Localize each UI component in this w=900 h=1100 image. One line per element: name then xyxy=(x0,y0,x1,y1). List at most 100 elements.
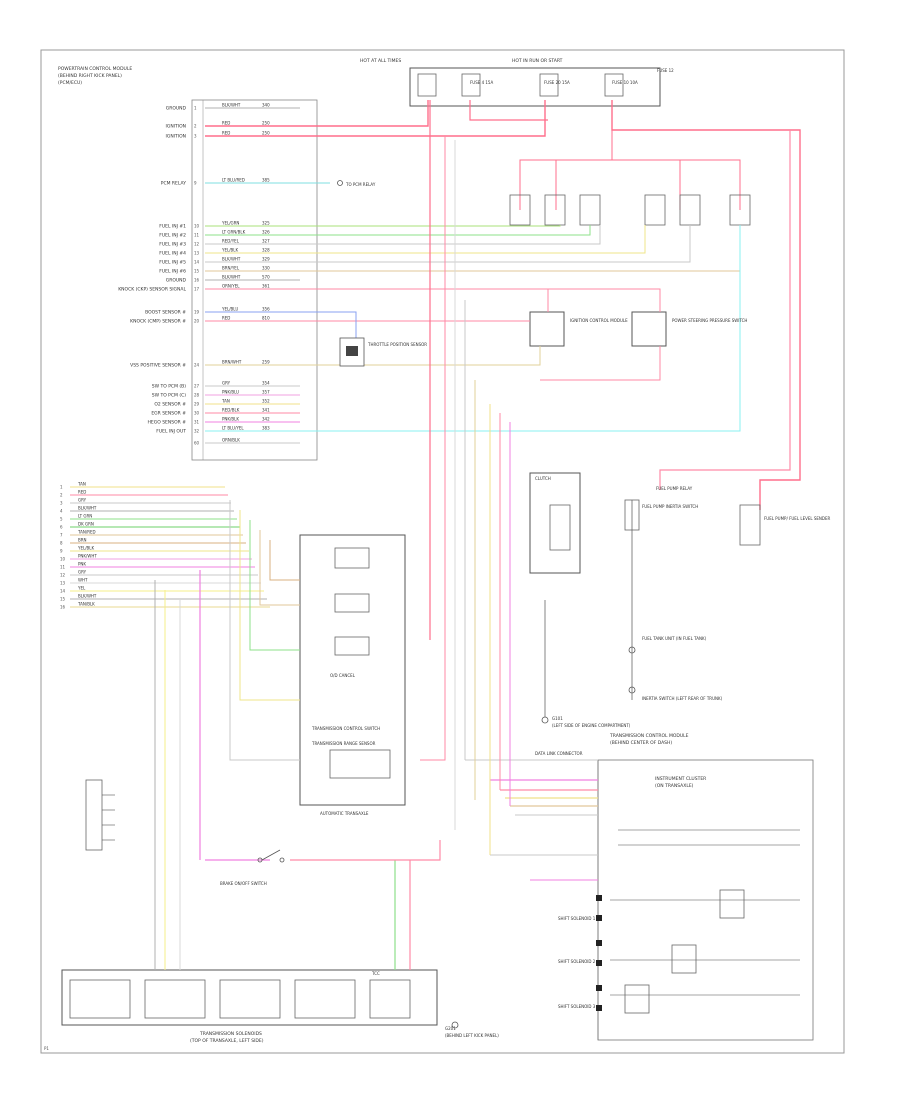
bundle-wire-color: WHT xyxy=(78,578,88,583)
pcm-wire-code: 250 xyxy=(262,121,270,126)
pcm-pin-label: HEGO SENSOR # xyxy=(148,420,187,426)
pcm-pin-label: KNOCK (CKP) SENSOR SIGNAL xyxy=(118,287,186,293)
svg-text:HOT AT ALL TIMES: HOT AT ALL TIMES xyxy=(360,58,401,64)
pcm-wire-color: BRN/WHT xyxy=(222,360,242,365)
pcm-pin-label: GROUND xyxy=(166,106,187,112)
bundle-pin-number: 8 xyxy=(60,541,63,546)
pcm-wire-code: 361 xyxy=(262,284,270,289)
pcm-pin-number: 29 xyxy=(194,402,200,407)
svg-text:AUTOMATIC TRANSAXLE: AUTOMATIC TRANSAXLE xyxy=(320,811,369,816)
pcm-wire-color: LT BLU/YEL xyxy=(222,426,244,431)
bundle-wire-color: YEL xyxy=(77,586,86,591)
pcm-pin-number: 30 xyxy=(194,411,200,416)
pcm-pin-number: 2 xyxy=(194,124,197,129)
pcm-wire-color: ORN/YEL xyxy=(222,284,240,289)
bundle-pin-number: 15 xyxy=(60,597,66,602)
pcm-pin-label: PCM RELAY xyxy=(161,181,186,187)
pcm-pin-number: 27 xyxy=(194,384,200,389)
injector-row xyxy=(509,194,751,226)
pcm-wire-code: 354 xyxy=(262,381,270,386)
bundle-wire-color: YEL/BLK xyxy=(77,546,95,551)
svg-text:O/D CANCEL: O/D CANCEL xyxy=(330,673,356,678)
bundle-pin-number: 13 xyxy=(60,581,66,586)
pcm-pin-number: 60 xyxy=(194,441,200,446)
bundle-pin-number: 10 xyxy=(60,557,66,562)
svg-text:TCC: TCC xyxy=(371,971,380,976)
bundle-pin-number: 14 xyxy=(60,589,66,594)
pcm-pin-label: SW TO PCM (B) xyxy=(152,384,186,390)
svg-text:(BEHIND CENTER OF DASH): (BEHIND CENTER OF DASH) xyxy=(610,740,672,746)
pcm-wire-color: PNK/BLK xyxy=(222,417,239,422)
pcm-wire-color: BRN/YEL xyxy=(222,266,240,271)
pcm-pin-number: 32 xyxy=(194,429,200,434)
svg-text:FUEL PUMP/ FUEL LEVEL SENDER: FUEL PUMP/ FUEL LEVEL SENDER xyxy=(764,516,831,521)
fuel-pump-area: CLUTCH FUEL PUMP RELAY FUEL PUMP INERTIA… xyxy=(529,472,831,701)
pcm-pin-number: 17 xyxy=(194,287,200,292)
tps-sensor-icon xyxy=(339,337,365,367)
pcm-wire-code: 356 xyxy=(262,307,270,312)
pcm-title-3: (PCM/ECU) xyxy=(58,80,82,86)
pcm-wire-code: 352 xyxy=(262,399,270,404)
module-boxes: IGNITION CONTROL MODULE POWER STEERING P… xyxy=(529,311,747,347)
bundle-wire-color: LT GRN xyxy=(78,514,92,519)
pcm-pin-label: VSS POSITIVE SENSOR # xyxy=(130,363,186,369)
bundle-pin-number: 1 xyxy=(60,485,63,490)
pcm-wire-code: 383 xyxy=(262,426,270,431)
svg-text:FUSE 20 15A: FUSE 20 15A xyxy=(544,80,570,85)
pcm-pin-number: 16 xyxy=(194,278,200,283)
svg-text:TRANSMISSION SOLENOIDS: TRANSMISSION SOLENOIDS xyxy=(199,1031,262,1037)
svg-text:TRANSMISSION RANGE SENSOR: TRANSMISSION RANGE SENSOR xyxy=(311,741,376,746)
pcm-wire-color: YEL/BLU xyxy=(221,307,238,312)
bundle-wire-row: 6DK GRN xyxy=(60,522,240,530)
svg-text:POWER STEERING PRESSURE SWITCH: POWER STEERING PRESSURE SWITCH xyxy=(672,318,747,323)
bundle-pin-number: 11 xyxy=(60,565,66,570)
bundle-pin-number: 4 xyxy=(60,509,63,514)
pcm-pin-number: 19 xyxy=(194,310,200,315)
pcm-pin-label: FUEL INJ #5 xyxy=(159,260,186,266)
pcm-wire-code: 341 xyxy=(262,408,270,413)
pcm-pin-label: IGNITION xyxy=(166,134,187,140)
svg-text:(LEFT SIDE OF ENGINE COMPARTME: (LEFT SIDE OF ENGINE COMPARTMENT) xyxy=(552,723,631,728)
svg-text:G101: G101 xyxy=(552,716,563,721)
pcm-connector xyxy=(191,99,318,461)
pcm-wire-color: RED/YEL xyxy=(222,239,240,244)
page-number: P1 xyxy=(44,1046,49,1051)
svg-text:INSTRUMENT CLUSTER: INSTRUMENT CLUSTER xyxy=(655,776,706,782)
svg-text:G201: G201 xyxy=(445,1026,456,1031)
svg-text:SHIFT SOLENOID 3: SHIFT SOLENOID 3 xyxy=(558,1004,596,1009)
pcm-wire-color: GRY xyxy=(222,381,231,386)
pcm-pin-number: 10 xyxy=(194,224,200,229)
svg-text:(BEHIND LEFT KICK PANEL): (BEHIND LEFT KICK PANEL) xyxy=(445,1033,499,1038)
pcm-pin-number: 13 xyxy=(194,251,200,256)
pcm-wire-code: 329 xyxy=(262,257,270,262)
pcm-title-2: (BEHIND RIGHT KICK PANEL) xyxy=(58,73,122,79)
pcm-wire-code: 570 xyxy=(262,275,270,280)
pcm-wire-code: 328 xyxy=(262,248,270,253)
bundle-pin-number: 5 xyxy=(60,517,63,522)
bundle-pin-number: 7 xyxy=(60,533,63,538)
svg-text:TRANSMISSION CONTROL SWITCH: TRANSMISSION CONTROL SWITCH xyxy=(311,726,380,731)
pcm-wire-code: 810 xyxy=(262,316,270,321)
pcm-pin-row: SW TO PCM (B) 27 GRY 354 xyxy=(152,381,300,390)
bundle-pin-number: 12 xyxy=(60,573,66,578)
bundle-pin-number: 3 xyxy=(60,501,63,506)
svg-text:SHIFT SOLENOID 1: SHIFT SOLENOID 1 xyxy=(558,916,596,921)
pcm-wire-code: 326 xyxy=(262,230,270,235)
svg-text:(TOP OF TRANSAXLE, LEFT SIDE): (TOP OF TRANSAXLE, LEFT SIDE) xyxy=(190,1038,264,1044)
